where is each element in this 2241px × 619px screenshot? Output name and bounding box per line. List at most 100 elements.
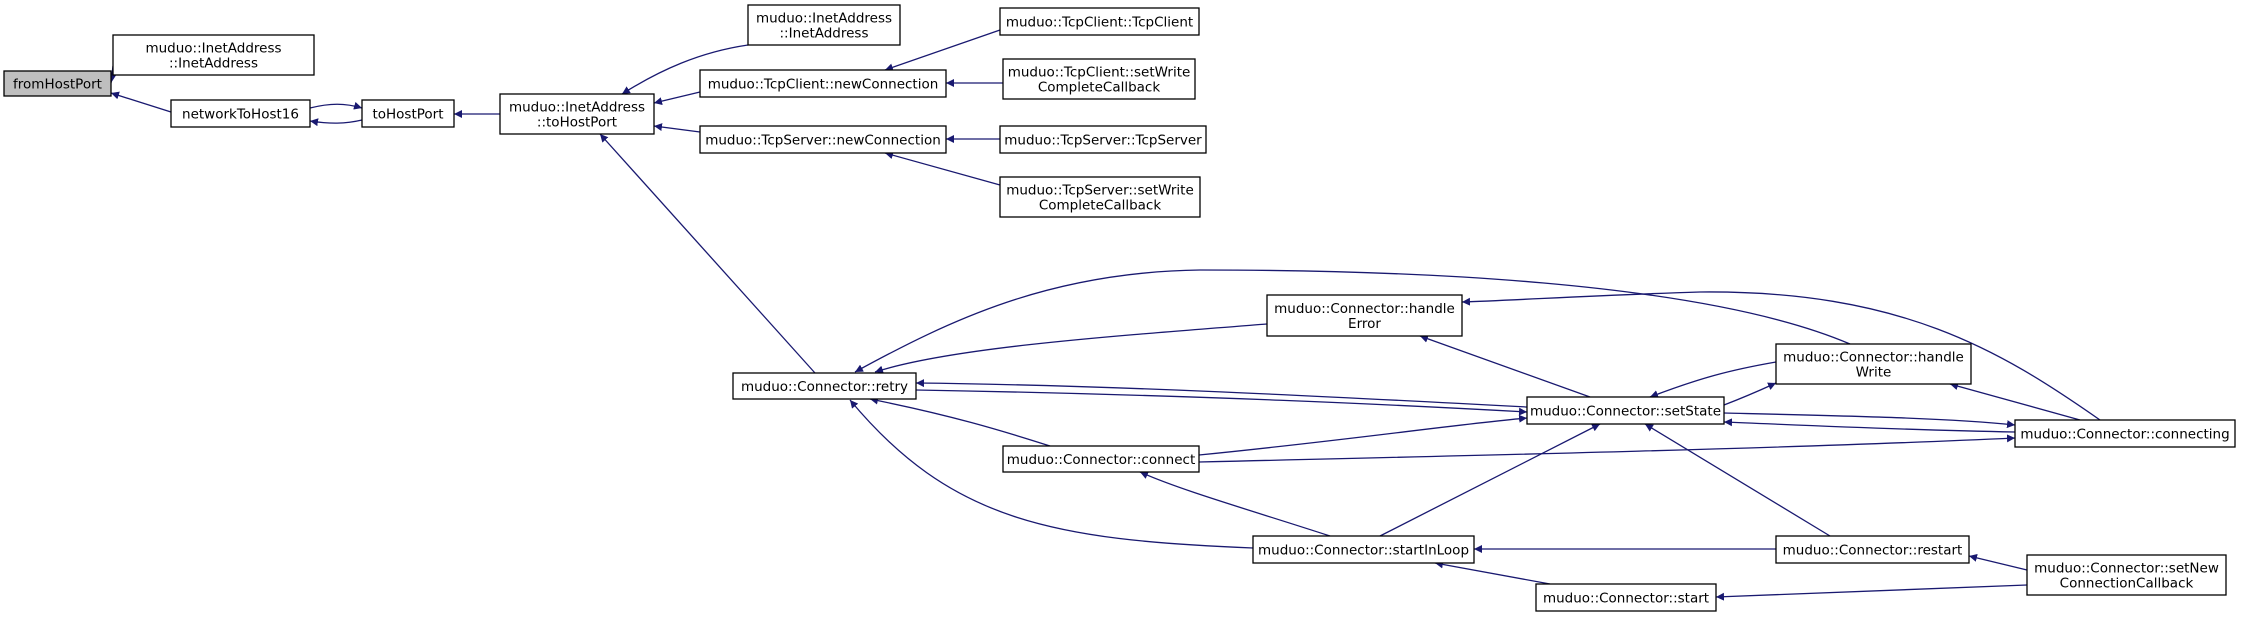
node-tcpserver_setWrite[interactable]: muduo::TcpServer::setWriteCompleteCallba… bbox=[999, 176, 1201, 218]
edge-line bbox=[1198, 434, 2016, 463]
edge-line bbox=[1198, 414, 1528, 456]
edge-line bbox=[1644, 423, 1831, 537]
edge-tcpclient_newConnection-to-inetaddr_toHostPort bbox=[653, 91, 701, 106]
edge-connector_connect-to-connector_connecting bbox=[1198, 434, 2016, 463]
node-box bbox=[2026, 554, 2227, 596]
node-box bbox=[1266, 294, 1463, 337]
edge-line bbox=[110, 91, 172, 113]
node-box bbox=[3, 70, 112, 97]
node-tcpserver_newConnection[interactable]: muduo::TcpServer::newConnection bbox=[699, 125, 947, 154]
node-box bbox=[2014, 419, 2236, 448]
node-label: muduo::Connector::connecting bbox=[2020, 427, 2229, 443]
node-label: muduo::TcpClient::setWrite bbox=[1008, 65, 1191, 81]
node-tcpclient_newConnection[interactable]: muduo::TcpClient::newConnection bbox=[699, 69, 947, 98]
node-box bbox=[732, 372, 917, 400]
edge-line bbox=[915, 379, 1528, 408]
edge-tcpclient_ctor-to-tcpclient_newConnection bbox=[884, 29, 1001, 72]
edge-line bbox=[1968, 553, 2028, 571]
node-label: CompleteCallback bbox=[1038, 80, 1161, 96]
node-label: ::toHostPort bbox=[537, 115, 617, 131]
node-fromHostPort[interactable]: fromHostPort bbox=[3, 70, 112, 97]
node-inetaddr_ctor1[interactable]: muduo::InetAddress::InetAddress bbox=[112, 34, 315, 76]
edge-networkToHost16-to-fromHostPort bbox=[110, 91, 172, 113]
node-connector_retry[interactable]: muduo::Connector::retry bbox=[732, 372, 917, 400]
node-box bbox=[361, 99, 455, 128]
edge-connector_startInLoop-to-connector_connect bbox=[1139, 471, 1331, 537]
node-connector_connect[interactable]: muduo::Connector::connect bbox=[1002, 445, 1200, 473]
node-box bbox=[1252, 535, 1475, 564]
node-box bbox=[699, 69, 947, 98]
node-tcpclient_setWrite[interactable]: muduo::TcpClient::setWriteCompleteCallba… bbox=[1002, 58, 1196, 100]
node-label: muduo::TcpClient::TcpClient bbox=[1006, 15, 1193, 31]
node-label: CompleteCallback bbox=[1039, 198, 1162, 214]
node-box bbox=[1002, 445, 1200, 473]
node-connector_setState[interactable]: muduo::Connector::setState bbox=[1526, 396, 1725, 425]
node-label: muduo::TcpClient::newConnection bbox=[708, 77, 939, 93]
edge-connector_setState-to-connector_handleWrite bbox=[1723, 382, 1777, 406]
edge-line bbox=[1139, 471, 1331, 537]
node-connector_restart[interactable]: muduo::Connector::restart bbox=[1775, 535, 1970, 564]
node-label: Write bbox=[1856, 365, 1892, 381]
node-box bbox=[1526, 396, 1725, 425]
node-label: muduo::Connector::startInLoop bbox=[1258, 543, 1469, 559]
node-box bbox=[1535, 583, 1717, 612]
edge-connector_retry-to-inetaddr_toHostPort bbox=[599, 133, 816, 374]
node-tcpserver_ctor[interactable]: muduo::TcpServer::TcpServer bbox=[999, 125, 1207, 154]
edge-tcpserver_newConnection-to-inetaddr_toHostPort bbox=[653, 123, 701, 133]
edge-connector_handleWrite-to-connector_retry bbox=[854, 269, 1851, 373]
edge-line bbox=[854, 269, 1851, 373]
node-label: fromHostPort bbox=[13, 77, 102, 93]
edge-line bbox=[849, 399, 1254, 549]
node-box bbox=[699, 125, 947, 154]
edge-connector_connect-to-connector_retry bbox=[869, 396, 1051, 447]
edge-connector_connect-to-connector_setState bbox=[1198, 414, 1528, 456]
node-label: muduo::Connector::retry bbox=[741, 379, 908, 395]
edge-connector_setNewConnectionCallback-to-connector_start bbox=[1715, 584, 2028, 601]
node-toHostPort[interactable]: toHostPort bbox=[361, 99, 455, 128]
edge-line bbox=[869, 396, 1051, 447]
node-label: Error bbox=[1348, 316, 1381, 332]
edge-line bbox=[1434, 560, 1551, 585]
edge-line bbox=[884, 151, 1001, 186]
edge-connector_setState-to-connector_connecting bbox=[1723, 412, 2016, 429]
node-connector_startInLoop[interactable]: muduo::Connector::startInLoop bbox=[1252, 535, 1475, 564]
edge-line bbox=[1379, 423, 1601, 537]
edge-toHostPort-to-networkToHost16 bbox=[309, 101, 363, 110]
node-box bbox=[999, 176, 1201, 218]
node-label: muduo::InetAddress bbox=[756, 11, 892, 27]
edge-line bbox=[1715, 584, 2028, 601]
node-box bbox=[170, 99, 311, 128]
node-label: ConnectionCallback bbox=[2060, 576, 2194, 592]
edge-connector_startInLoop-to-connector_setState bbox=[1379, 423, 1601, 537]
edge-connector_setNewConnectionCallback-to-connector_restart bbox=[1968, 553, 2028, 571]
node-label: muduo::Connector::restart bbox=[1783, 543, 1963, 559]
node-connector_setNewConnectionCallback[interactable]: muduo::Connector::setNewConnectionCallba… bbox=[2026, 554, 2227, 596]
node-label: muduo::Connector::handle bbox=[1783, 350, 1964, 366]
edge-line bbox=[884, 29, 1001, 72]
node-box bbox=[1002, 58, 1196, 100]
edge-line bbox=[1419, 334, 1591, 398]
node-tcpclient_ctor[interactable]: muduo::TcpClient::TcpClient bbox=[999, 7, 1200, 36]
node-connector_connecting[interactable]: muduo::Connector::connecting bbox=[2014, 419, 2236, 448]
node-inetaddr_ctor2[interactable]: muduo::InetAddress::InetAddress bbox=[747, 4, 901, 46]
edge-connector_setState-to-connector_handleError bbox=[1419, 334, 1591, 398]
node-networkToHost16[interactable]: networkToHost16 bbox=[170, 99, 311, 128]
node-inetaddr_toHostPort[interactable]: muduo::InetAddress::toHostPort bbox=[499, 93, 655, 135]
edge-connector_handleError-to-connector_retry bbox=[874, 323, 1268, 374]
node-label: toHostPort bbox=[372, 107, 443, 123]
edge-connector_restart-to-connector_setState bbox=[1644, 423, 1831, 537]
edge-connector_connecting-to-connector_setState bbox=[1723, 418, 2016, 433]
edge-line bbox=[1649, 361, 1777, 398]
node-connector_start[interactable]: muduo::Connector::start bbox=[1535, 583, 1717, 612]
edge-line bbox=[653, 123, 701, 133]
node-box bbox=[747, 4, 901, 46]
node-label: networkToHost16 bbox=[182, 107, 299, 123]
edge-networkToHost16-to-toHostPort bbox=[309, 118, 363, 127]
edge-line bbox=[915, 389, 1528, 416]
edge-line bbox=[1723, 382, 1777, 406]
node-box bbox=[112, 34, 315, 76]
node-label: muduo::Connector::setState bbox=[1530, 404, 1721, 420]
